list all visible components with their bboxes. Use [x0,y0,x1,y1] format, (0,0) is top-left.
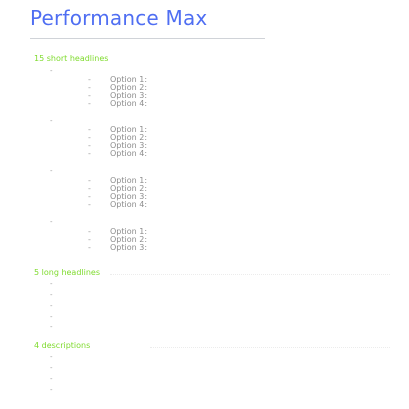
option-item: -Option 3: [88,243,148,252]
page-title: Performance Max [30,6,208,30]
section-heading-descriptions: 4 descriptions [34,341,91,350]
option-item: -Option 2: [88,184,148,193]
option-item: -Option 1: [88,176,148,185]
title-divider [30,38,265,39]
option-item: -Option 2: [88,133,148,142]
option-item: -Option 4: [88,99,148,108]
option-item: -Option 3: [88,91,148,100]
option-item: -Option 2: [88,235,148,244]
option-item: -Option 3: [88,192,148,201]
section-heading-short-headlines: 15 short headlines [34,54,109,63]
faint-placeholder-line [110,274,390,275]
option-item: -Option 1: [88,125,148,134]
option-item: -Option 1: [88,75,148,84]
faint-placeholder-line [150,347,390,348]
option-item: -Option 2: [88,83,148,92]
option-item: -Option 3: [88,141,148,150]
option-item: -Option 4: [88,149,148,158]
section-heading-long-headlines: 5 long headlines [34,268,101,277]
option-item: -Option 4: [88,200,148,209]
option-item: -Option 1: [88,227,148,236]
